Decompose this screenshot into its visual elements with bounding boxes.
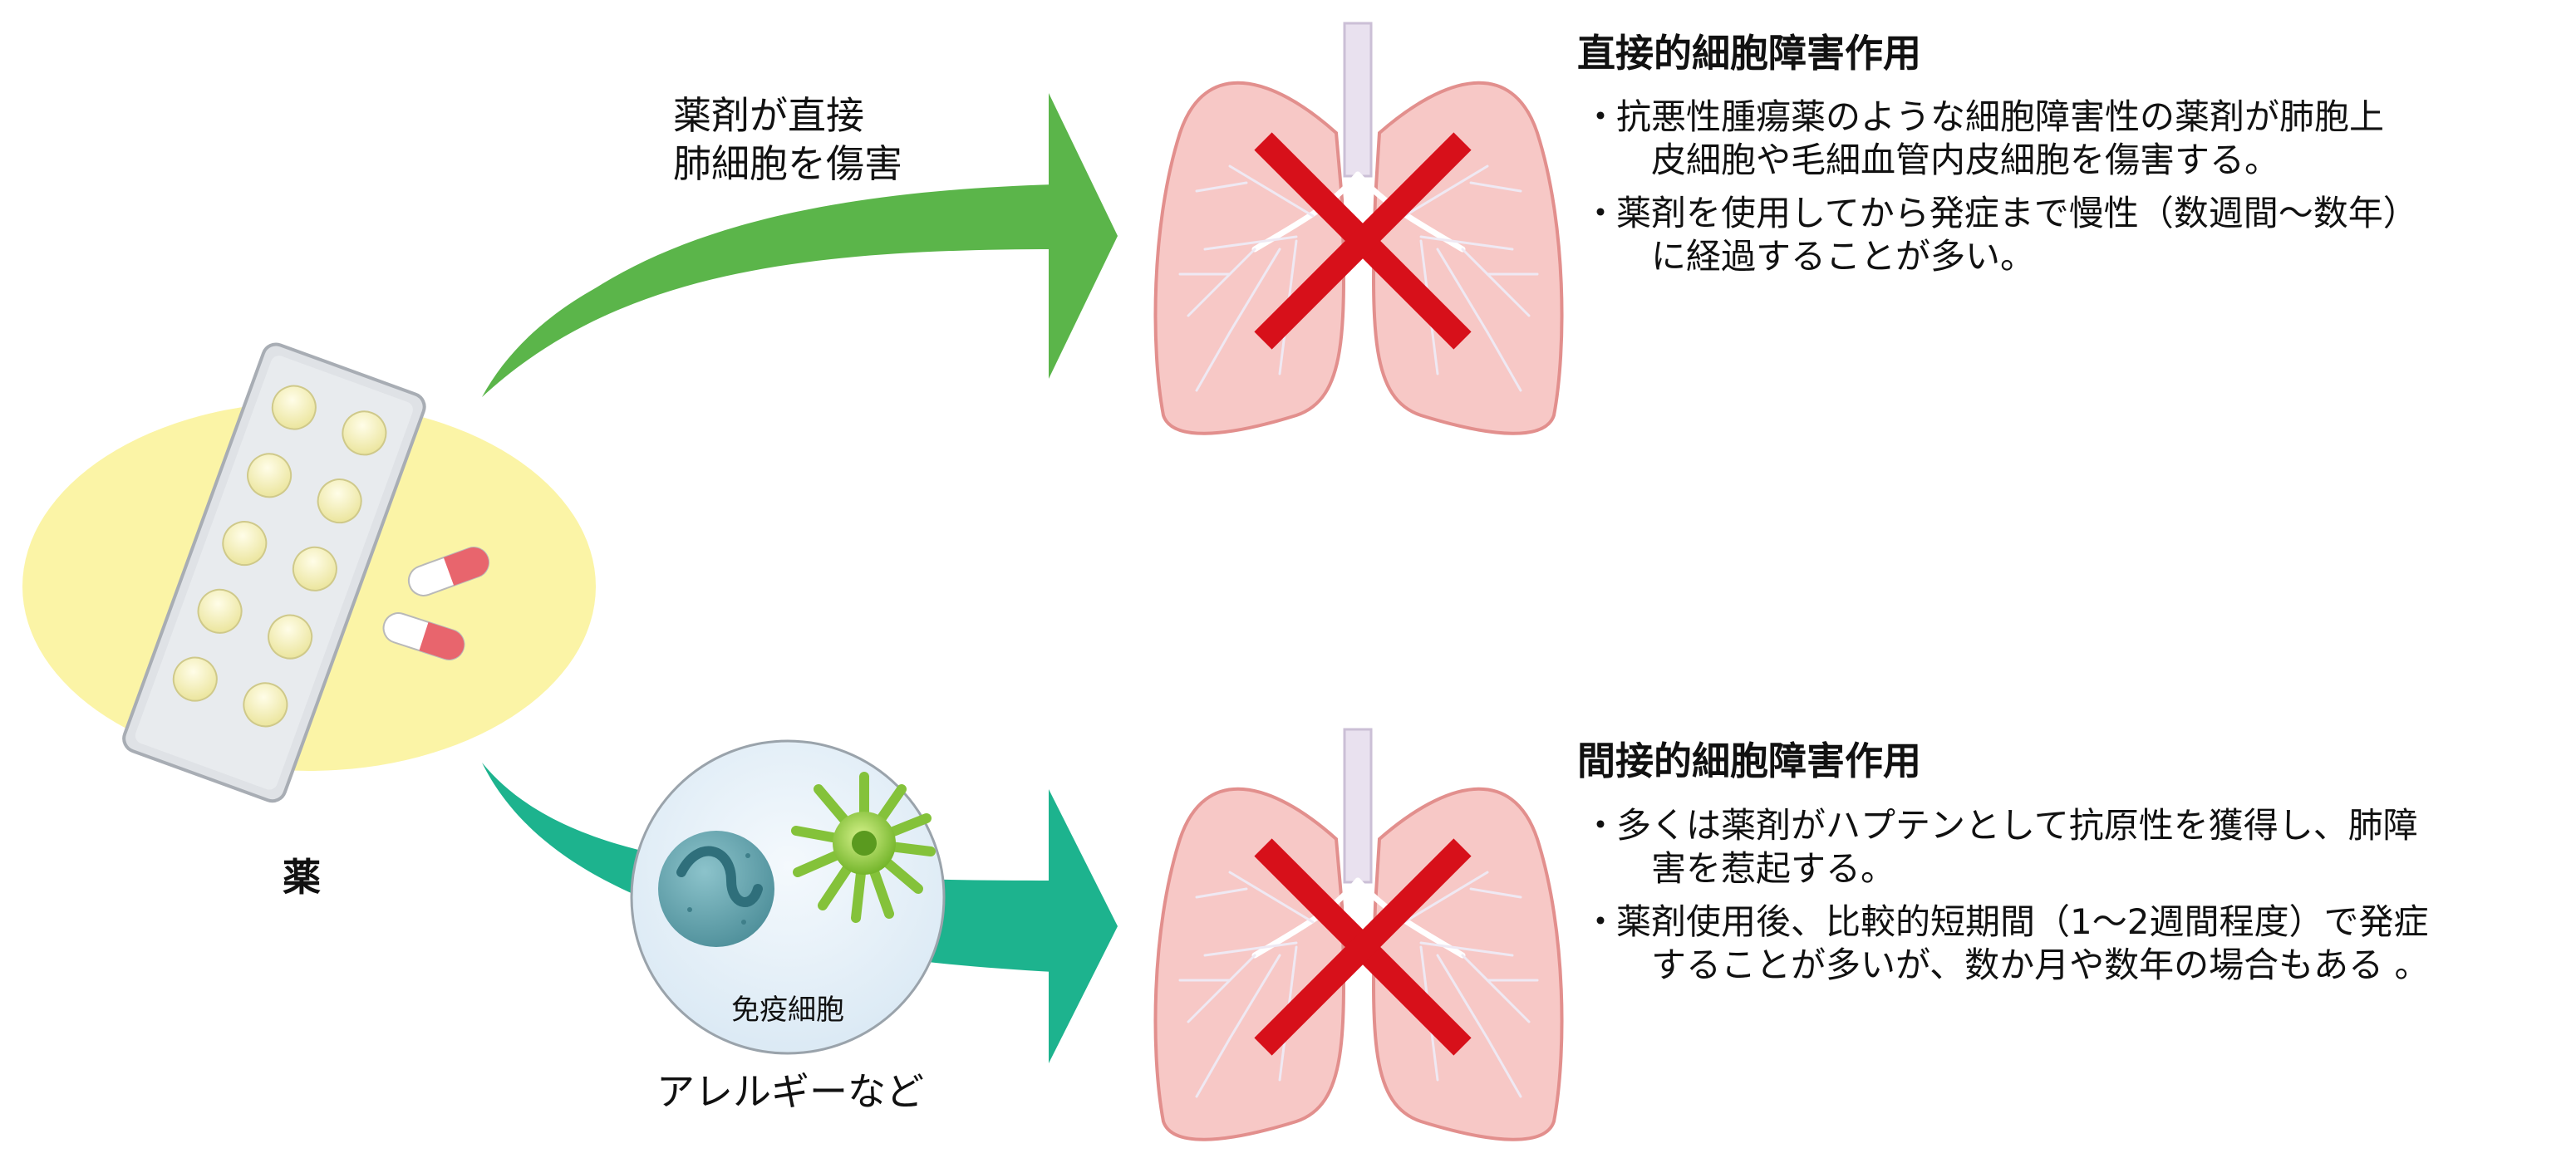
immune-cell-label: 免疫細胞 [731, 994, 844, 1027]
indirect-bullet-list: ・ 多くは薬剤がハプテンとして抗原性を獲得し、肺障 害を惹起する。 ・ 薬剤使用… [1583, 804, 2430, 987]
bullet-mark: ・ [1583, 901, 1619, 942]
direct-bullet-1-line-2: 皮細胞や毛細血管内皮細胞を傷害する。 [1651, 140, 2280, 180]
neutrophil-icon [658, 831, 774, 947]
indirect-bullet-2-line-1: 薬剤使用後、比較的短期間（1〜2週間程度）で発症 [1616, 901, 2429, 942]
direct-arrow [482, 93, 1118, 397]
direct-heading: 直接的細胞障害作用 [1577, 31, 1921, 76]
direct-arrow-label-line-2: 肺細胞を傷害 [673, 141, 902, 186]
indirect-heading: 間接的細胞障害作用 [1577, 739, 1921, 783]
direct-bullet-list: ・ 抗悪性腫瘍薬のような細胞障害性の薬剤が肺胞上 皮細胞や毛細血管内皮細胞を傷害… [1583, 96, 2418, 278]
drug-label: 薬 [283, 855, 321, 900]
direct-arrow-label-line-1: 薬剤が直接 [673, 93, 864, 138]
capsule-icon [382, 612, 465, 660]
indirect-bullet-1-line-2: 害を惹起する。 [1651, 848, 1896, 889]
dendritic-cell-icon [791, 772, 936, 923]
bullet-mark: ・ [1583, 193, 1619, 233]
direct-bullet-1-line-1: 抗悪性腫瘍薬のような細胞障害性の薬剤が肺胞上 [1616, 96, 2385, 137]
bullet-mark: ・ [1583, 96, 1619, 137]
indirect-bullet-2-line-2: することが多いが、数か月や数年の場合もある 。 [1651, 945, 2430, 985]
direct-arrow-label: 薬剤が直接 肺細胞を傷害 [673, 91, 902, 188]
bullet-mark: ・ [1583, 805, 1619, 846]
list-item: ・ 多くは薬剤がハプテンとして抗原性を獲得し、肺障 害を惹起する。 [1583, 804, 2430, 891]
immune-cells-illustration [630, 739, 946, 1055]
indirect-bullet-1-line-1: 多くは薬剤がハプテンとして抗原性を獲得し、肺障 [1616, 805, 2418, 846]
drug-illustration [22, 342, 596, 803]
blister-pack-icon [122, 342, 426, 803]
list-item: ・ 薬剤使用後、比較的短期間（1〜2週間程度）で発症 することが多いが、数か月や… [1583, 900, 2430, 987]
direct-bullet-2-line-2: に経過することが多い。 [1651, 236, 2036, 277]
direct-bullet-2-line-1: 薬剤を使用してから発症まで慢性（数週間〜数年） [1616, 193, 2418, 233]
list-item: ・ 薬剤を使用してから発症まで慢性（数週間〜数年） に経過することが多い。 [1583, 192, 2418, 278]
allergy-label: アレルギーなど [656, 1069, 924, 1114]
capsule-icon [407, 547, 490, 596]
list-item: ・ 抗悪性腫瘍薬のような細胞障害性の薬剤が肺胞上 皮細胞や毛細血管内皮細胞を傷害… [1583, 96, 2418, 182]
